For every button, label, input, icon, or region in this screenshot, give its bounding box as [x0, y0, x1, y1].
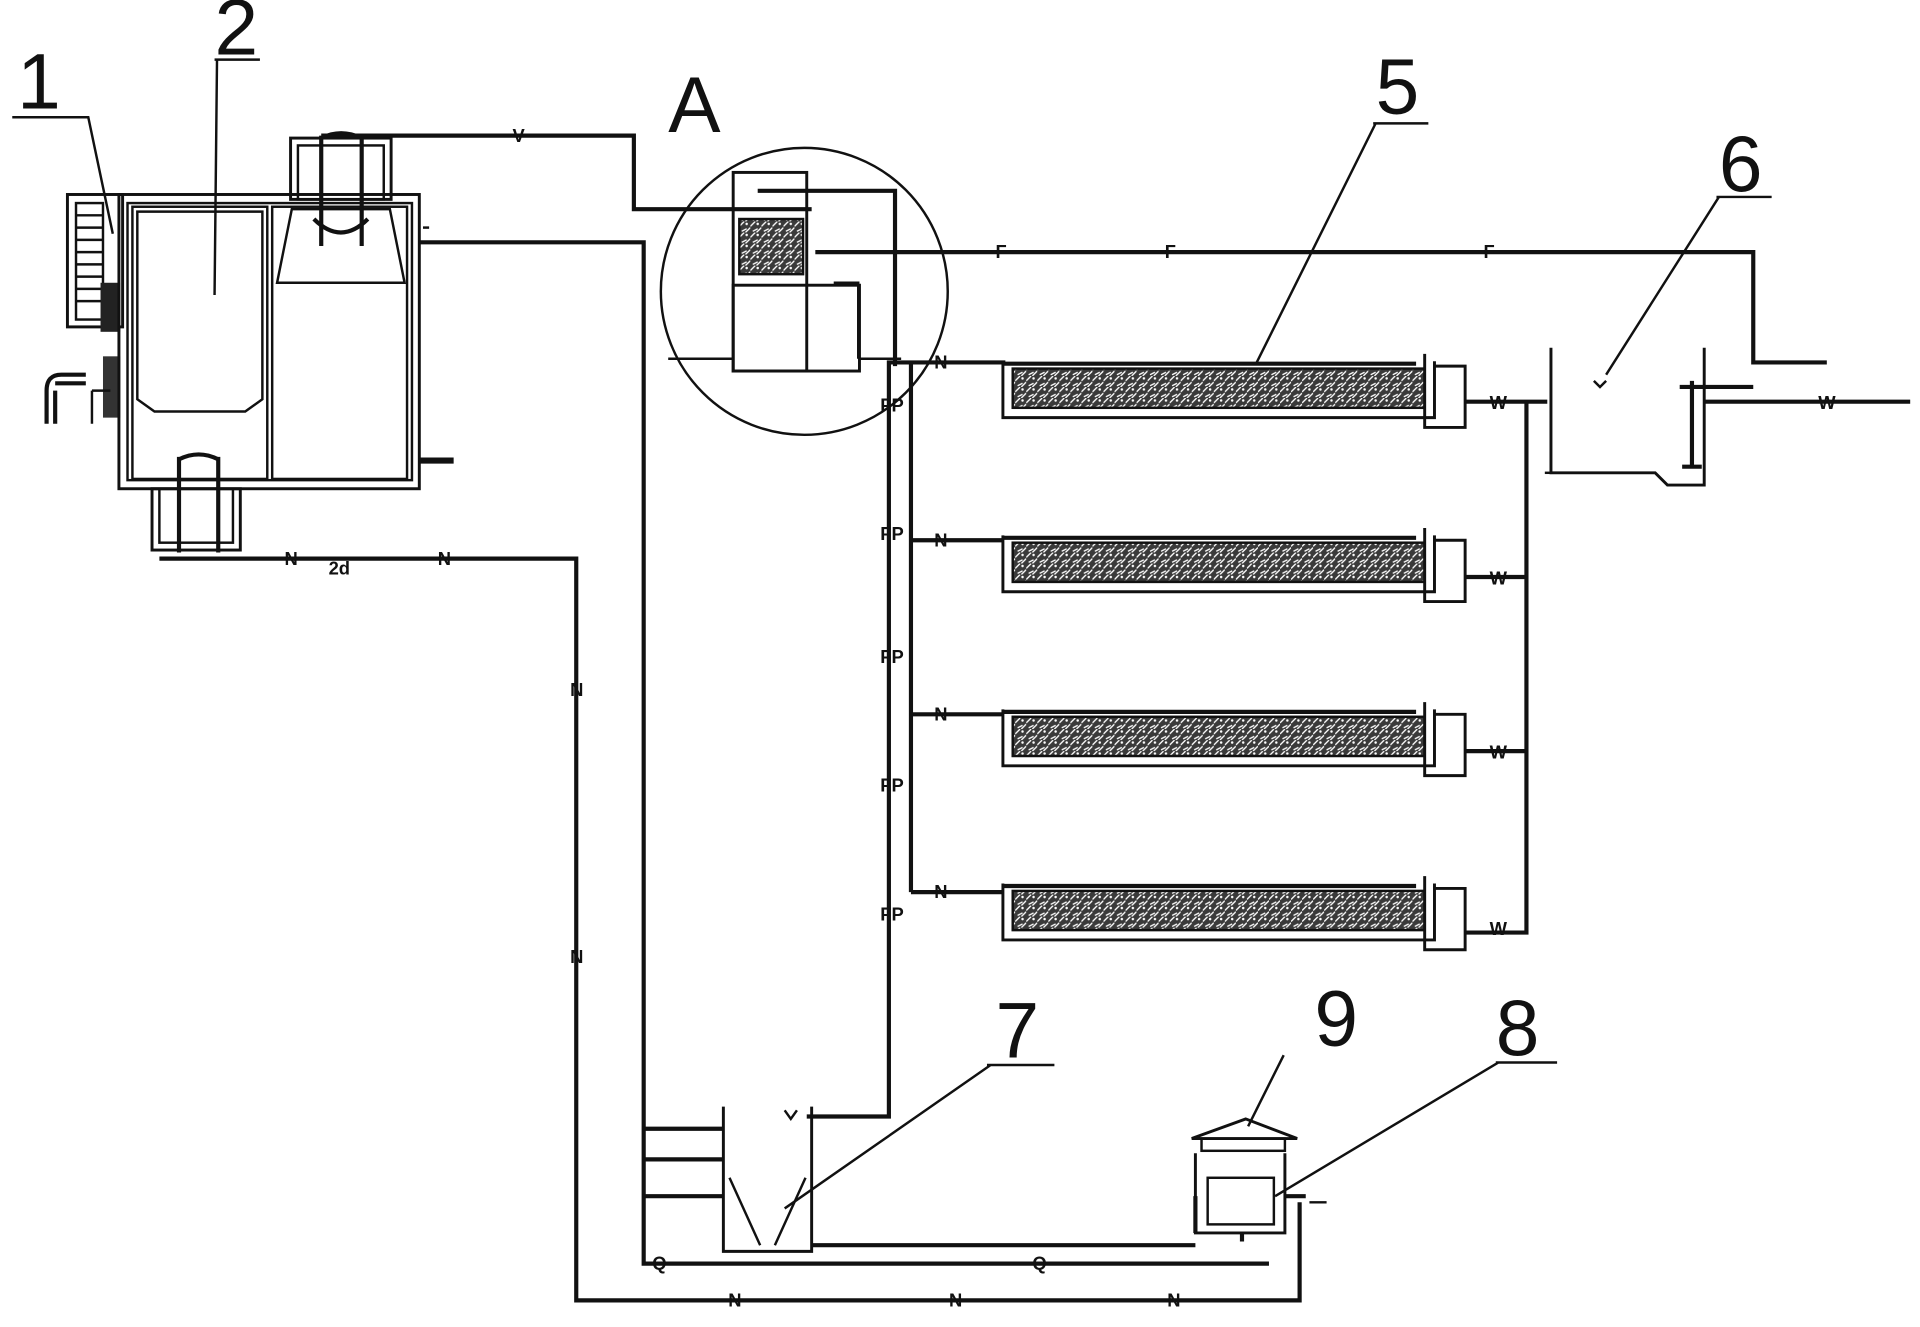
pipe-fp-riser — [806, 360, 1006, 1119]
pipe-label-f: F — [1165, 241, 1176, 262]
pipe-label-n: N — [934, 881, 947, 902]
unit-8-9 — [1191, 1117, 1327, 1242]
screen-channel-1 — [44, 193, 125, 424]
pipe-label-q: Q — [652, 1253, 666, 1274]
pipe-label-w: W — [1490, 741, 1508, 762]
pipe-label-v: V — [512, 125, 525, 146]
unit-7-tank — [643, 1106, 814, 1253]
media-bed-1 — [1001, 353, 1467, 429]
media-bed-3 — [1001, 702, 1467, 778]
main-tank-2 — [117, 131, 454, 553]
pipe-label-n: N — [934, 703, 947, 724]
pipe-code-labels: N 2d N V N N N N N Q Q F F F FP FP FP FP… — [284, 125, 1836, 1311]
pipe-label-n: N — [728, 1290, 741, 1311]
label-1: 1 — [17, 38, 61, 126]
pipe-label-fp: FP — [880, 903, 903, 924]
pipe-to-detail-a — [321, 133, 812, 212]
pipe-label-n: N — [934, 352, 947, 373]
pipe-label-f: F — [996, 241, 1007, 262]
pipe-label-n: N — [570, 946, 583, 967]
pipe-label-n: N — [1167, 1290, 1180, 1311]
detail-a-unit — [659, 146, 1827, 437]
pipe-label-q: Q — [1032, 1253, 1046, 1274]
label-2: 2 — [215, 0, 259, 72]
detail-a-circle — [659, 146, 949, 437]
unit-6-tank — [1544, 347, 1911, 487]
pipe-label-n: N — [438, 548, 451, 569]
pipe-distribution — [908, 362, 1003, 895]
label-6: 6 — [1719, 120, 1763, 208]
pipe-label-n: N — [934, 529, 947, 550]
media-bed-2 — [1001, 527, 1467, 604]
pipe-label-w: W — [1490, 392, 1508, 413]
pipe-label-n: N — [949, 1290, 962, 1311]
media-bed-4 — [1001, 876, 1467, 952]
pipe-label-fp: FP — [880, 523, 903, 544]
pipe-label-fp: FP — [880, 394, 903, 415]
pipe-note-2d: 2d — [329, 558, 350, 579]
pipe-w-collector — [1465, 399, 1548, 935]
pipe-label-f: F — [1484, 241, 1495, 262]
pipe-label-w: W — [1818, 392, 1836, 413]
pipe-label-w: W — [1490, 918, 1508, 939]
label-8: 8 — [1496, 984, 1540, 1072]
pipe-n-return — [159, 556, 1302, 1303]
pipe-label-n: N — [284, 548, 297, 569]
label-5: 5 — [1376, 43, 1420, 131]
beds-group — [1001, 353, 1467, 952]
label-detail-a: A — [668, 61, 721, 149]
pipe-label-fp: FP — [880, 646, 903, 667]
pipe-label-n: N — [570, 679, 583, 700]
label-9: 9 — [1314, 974, 1358, 1062]
pipe-label-fp: FP — [880, 775, 903, 796]
pipe-label-w: W — [1490, 567, 1508, 588]
label-7: 7 — [996, 987, 1040, 1075]
pipe-q-return — [419, 240, 1269, 1266]
